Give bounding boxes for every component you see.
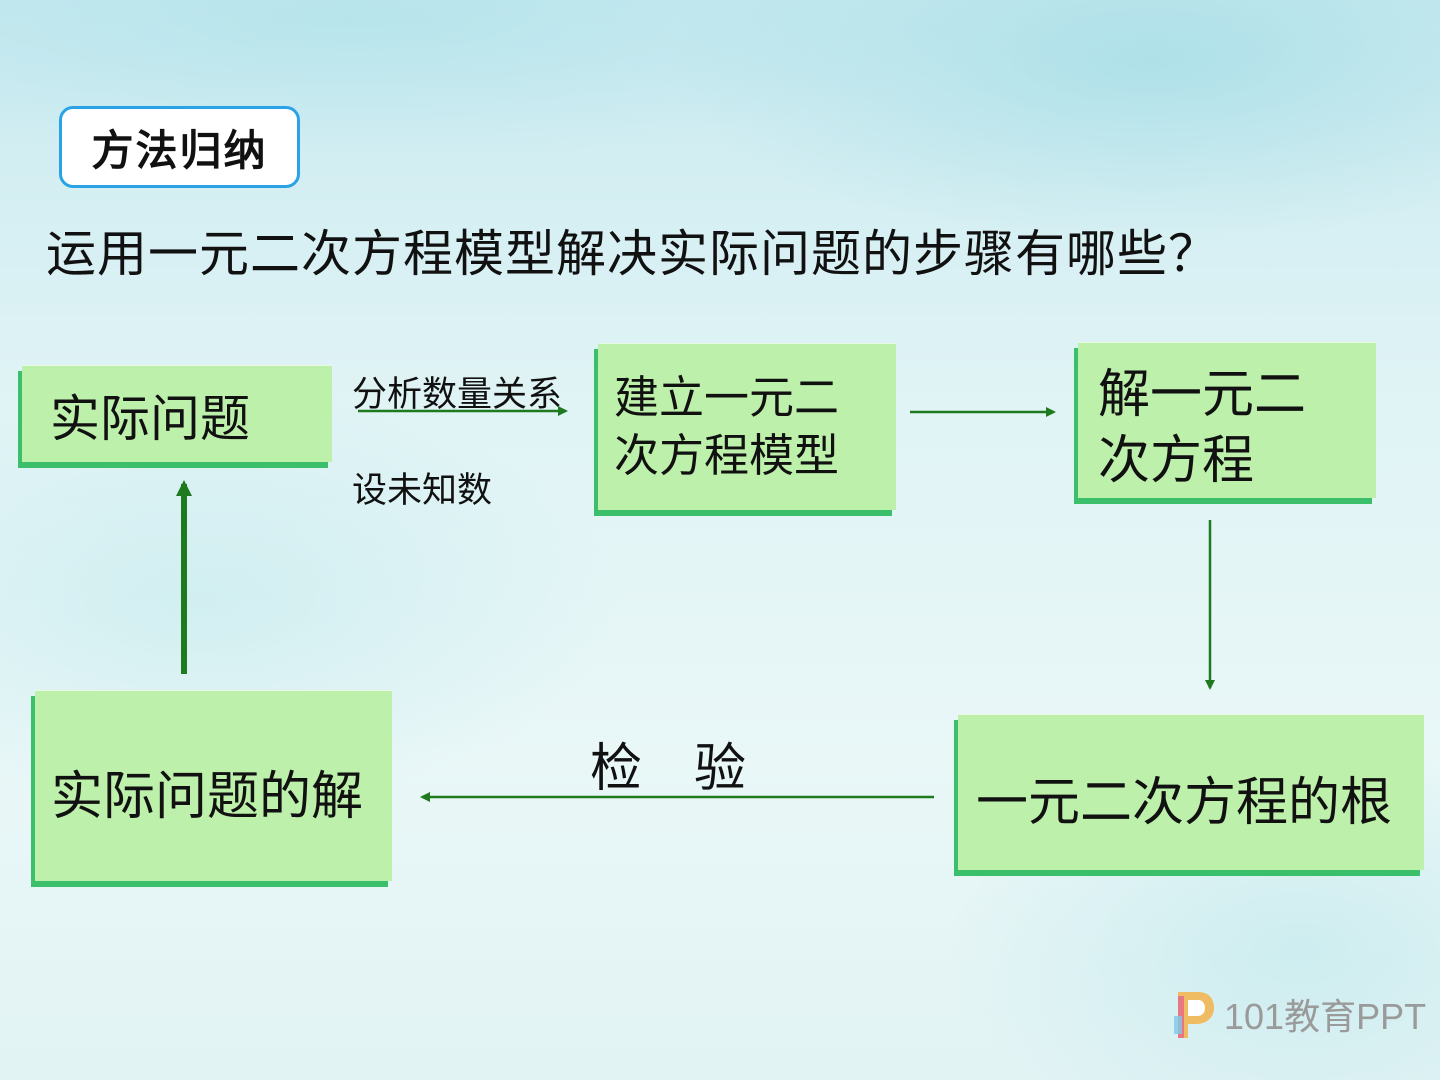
node-solve-equation-line2: 次方程: [1098, 431, 1255, 491]
edge-label-verify: 检 验: [590, 739, 747, 799]
method-summary-badge: 方法归纳: [59, 106, 300, 188]
node-actual-problem-label: 实际问题: [50, 390, 250, 448]
node-solve-equation: 解一元二 次方程: [1078, 342, 1376, 498]
edge-label-analyze: 分析数量关系: [352, 375, 563, 415]
brand-logo-icon: [1174, 992, 1214, 1038]
node-actual-solution: 实际问题的解: [35, 690, 392, 881]
node-actual-problem: 实际问题: [22, 365, 332, 462]
node-actual-solution-label: 实际问题的解: [51, 767, 364, 827]
node-build-model-line2: 次方程模型: [614, 429, 840, 482]
brand-logo-text: 101教育PPT: [1224, 996, 1427, 1037]
node-build-model: 建立一元二 次方程模型: [598, 343, 896, 510]
node-build-model-line1: 建立一元二: [614, 371, 840, 424]
question-text: 运用一元二次方程模型解决实际问题的步骤有哪些？: [46, 225, 1219, 283]
brand-logo: 101教育PPT: [1172, 986, 1426, 1042]
node-equation-roots-label: 一元二次方程的根: [976, 773, 1393, 833]
node-equation-roots: 一元二次方程的根: [958, 714, 1424, 870]
edge-label-set-unknown: 设未知数: [352, 471, 493, 511]
node-solve-equation-line1: 解一元二: [1098, 365, 1307, 425]
